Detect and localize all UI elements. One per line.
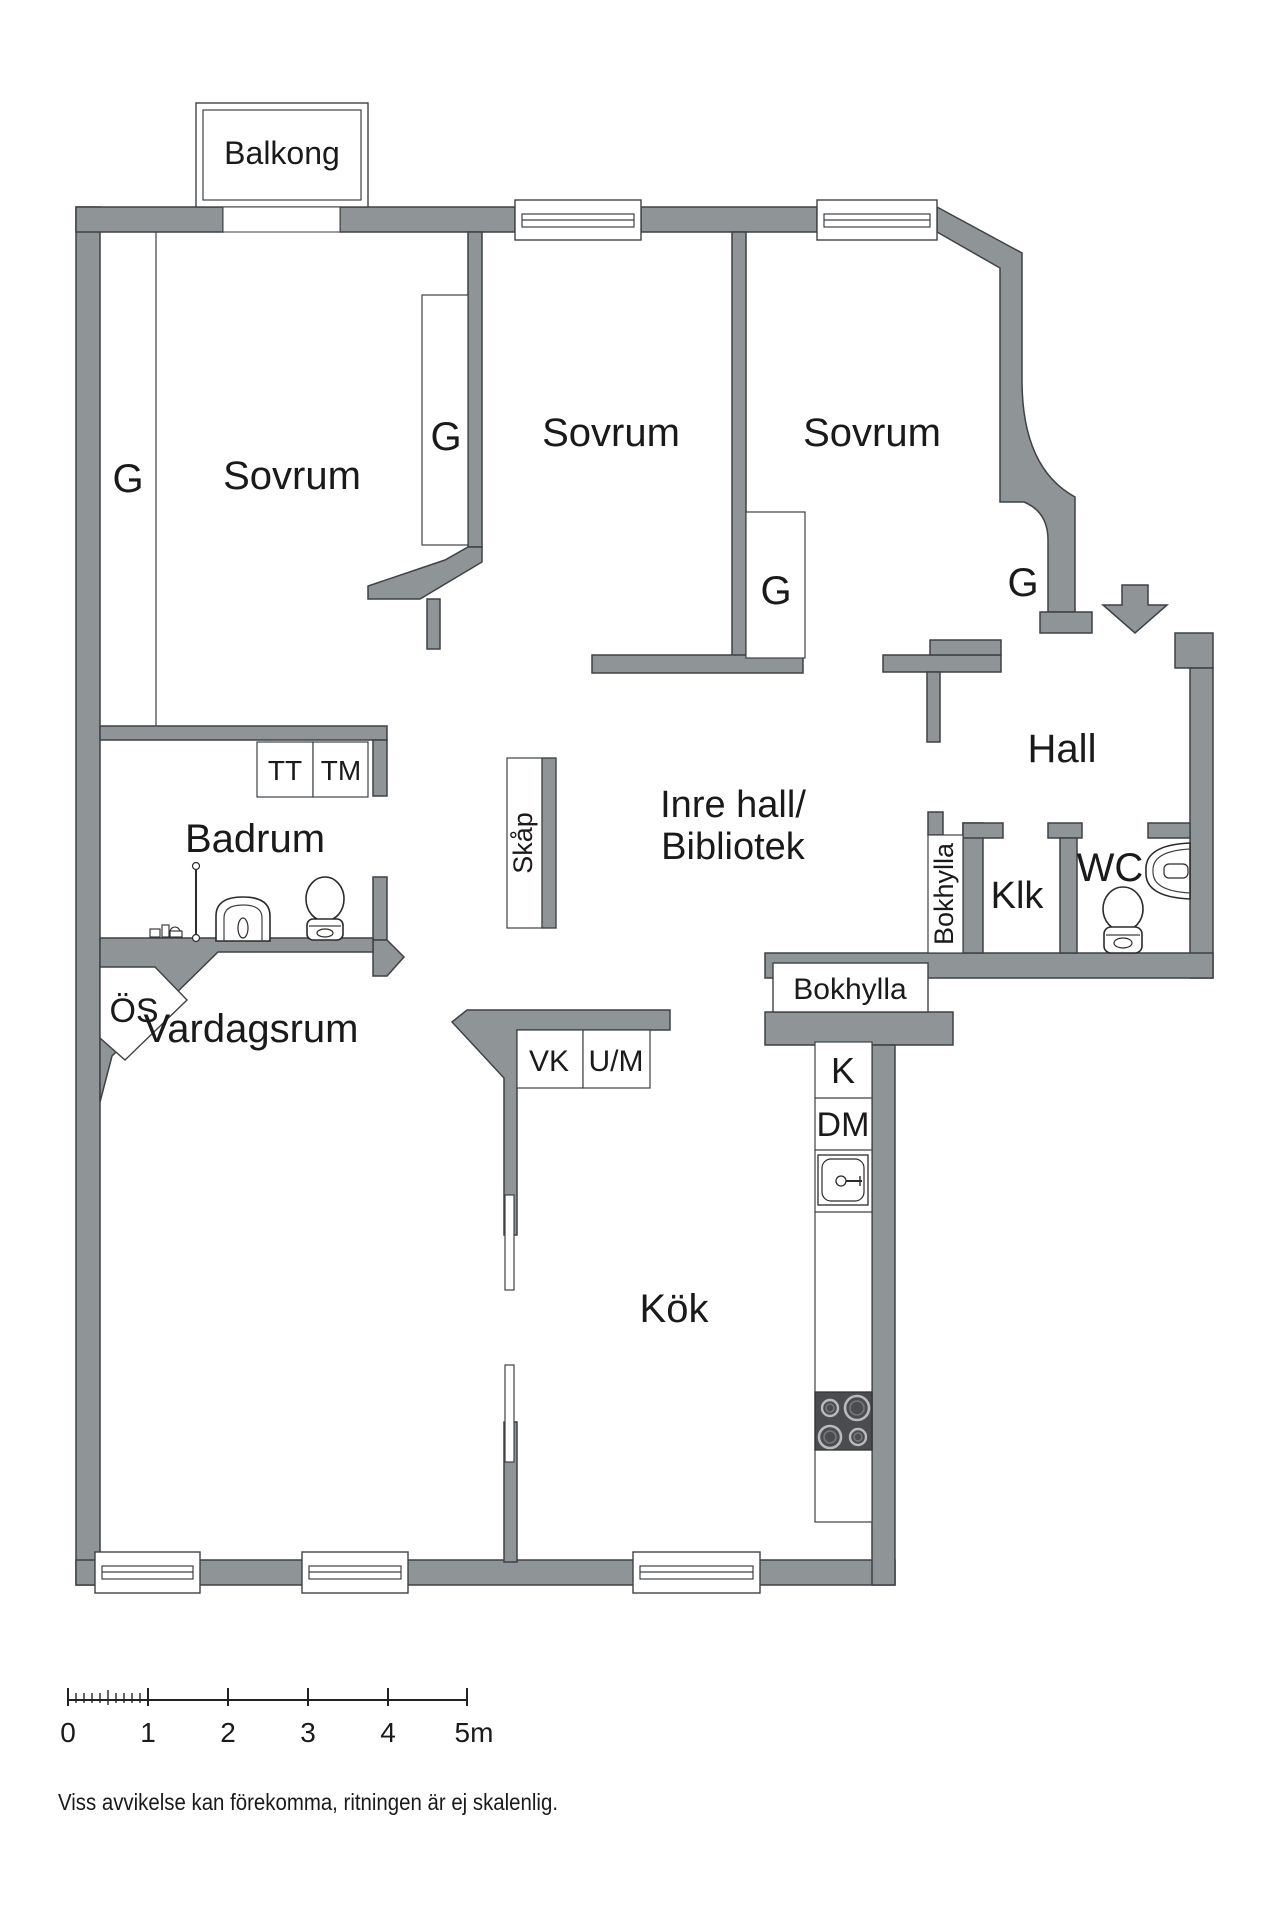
scale-tick-label: 5m	[455, 1717, 494, 1748]
scale-tick-label: 3	[300, 1717, 316, 1748]
wall-fireplace-corner	[99, 937, 374, 1103]
vk-label: VK	[529, 1045, 569, 1078]
water-valves-icon	[149, 924, 183, 938]
bathroom-label: Badrum	[185, 817, 325, 861]
wardrobe-box	[421, 294, 469, 546]
balcony-outline	[195, 102, 369, 208]
balcony-door-opening	[222, 206, 341, 233]
fireplace-label: ÖS	[109, 992, 158, 1030]
tm-label: TM	[321, 755, 361, 786]
wall-segment	[640, 206, 818, 233]
wc-sink-icon	[1145, 842, 1191, 900]
wall-segment	[1047, 822, 1083, 839]
scale-bar: 0 1 2 3 4 5m	[60, 1688, 493, 1748]
wall-stub	[426, 598, 441, 650]
kitchen-label: Kök	[640, 1287, 710, 1331]
wall-segment	[1059, 837, 1078, 954]
wall-segment	[962, 822, 1004, 839]
wall-segment	[75, 206, 224, 233]
fireplace-os	[99, 966, 188, 1061]
bookshelf-horizontal-box	[772, 962, 929, 1013]
scale-tick-label: 2	[220, 1717, 236, 1748]
klk-label: Klk	[991, 875, 1045, 917]
scale-tick-label: 1	[140, 1717, 156, 1748]
scale-tick-label: 0	[60, 1717, 76, 1748]
wall-segment	[339, 206, 516, 233]
tt-box	[256, 741, 314, 798]
bookshelf-hall-label: Bokhylla	[929, 842, 959, 945]
balcony-outline-inner	[202, 109, 362, 201]
wall-segment	[882, 654, 1002, 673]
bookshelf-vertical-box	[927, 834, 964, 954]
wall-segment	[467, 231, 483, 548]
sliding-door-leaf	[504, 1194, 515, 1291]
wardrobe1-label: G	[112, 457, 143, 501]
tm-box	[312, 741, 369, 798]
wardrobe3-label: G	[760, 569, 791, 613]
balcony-label: Balkong	[224, 135, 340, 171]
sliding-door-leaf	[504, 1364, 515, 1463]
scale-tick-label: 4	[380, 1717, 396, 1748]
wardrobe-box	[745, 511, 806, 659]
shower-rail-icon	[191, 861, 201, 943]
um-box	[582, 1029, 651, 1089]
um-label: U/M	[589, 1045, 644, 1078]
wall-diagonal-foot	[367, 546, 483, 600]
wall-segment	[929, 639, 1002, 656]
wall-segment	[1189, 667, 1214, 979]
windows	[94, 102, 938, 1594]
wardrobe2-label: G	[430, 415, 461, 459]
fixtures	[149, 842, 1191, 1451]
fridge-label: K	[831, 1050, 855, 1091]
stove-icon	[814, 1391, 873, 1451]
wall-door-foot	[372, 939, 406, 977]
entrance-arrow-icon	[1101, 584, 1169, 634]
dishwasher-label: DM	[817, 1106, 870, 1144]
wall-segment	[1147, 822, 1191, 839]
tt-label: TT	[268, 755, 302, 786]
wall-corner-curved	[936, 205, 1076, 613]
room-labels: Balkong Sovrum Sovrum Sovrum G G G G Bad…	[109, 135, 1143, 1331]
wc-label: WC	[1077, 846, 1144, 890]
bookshelf-kitchen-label: Bokhylla	[793, 973, 907, 1006]
wall-segment	[731, 231, 747, 659]
wall-segment	[99, 725, 388, 741]
bedroom1-label: Sovrum	[223, 454, 361, 498]
wall-segment	[962, 822, 984, 954]
cabinet-label: Skåp	[508, 812, 538, 874]
living-room-label: Vardagsrum	[144, 1007, 359, 1051]
wall-entry-flare	[1039, 611, 1093, 634]
wall-segment	[75, 206, 101, 1586]
wall-stub	[926, 671, 941, 743]
window	[632, 1551, 761, 1594]
bathroom-sink-icon	[215, 896, 271, 942]
wall-stub	[927, 811, 944, 836]
wc-toilet-icon	[1102, 886, 1144, 954]
window	[816, 199, 938, 241]
bathroom-toilet-icon	[305, 876, 345, 941]
wall-segment	[372, 876, 388, 941]
window	[94, 1551, 201, 1594]
vk-box	[516, 1029, 584, 1089]
window	[514, 199, 642, 241]
cabinet-skap	[506, 757, 557, 929]
wall-segment	[372, 739, 388, 797]
disclaimer-text: Viss avvikelse kan förekomma, ritningen …	[58, 1789, 558, 1815]
walls	[75, 205, 1214, 1586]
wall-segment	[871, 1044, 896, 1586]
hall-label: Hall	[1028, 727, 1097, 771]
inner-hall-label-line2: Bibliotek	[661, 826, 806, 868]
wall-segment	[1174, 632, 1214, 669]
window	[301, 1551, 409, 1594]
bedroom2-label: Sovrum	[542, 411, 680, 455]
kitchen-sink-icon	[817, 1154, 869, 1206]
wardrobe4-label: G	[1007, 561, 1038, 605]
wall-segment	[591, 654, 804, 674]
wall-segment	[764, 1011, 954, 1046]
inner-hall-label-line1: Inre hall/	[660, 784, 806, 826]
bedroom3-label: Sovrum	[803, 411, 941, 455]
